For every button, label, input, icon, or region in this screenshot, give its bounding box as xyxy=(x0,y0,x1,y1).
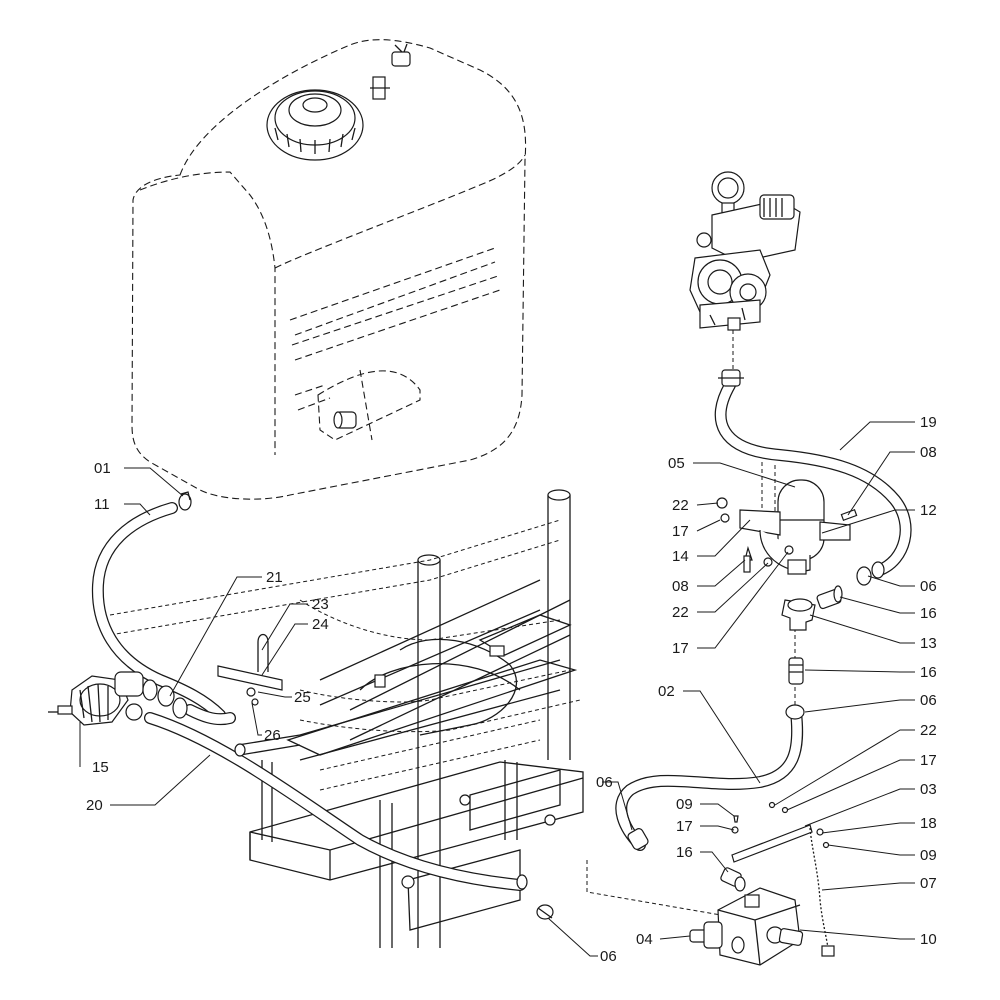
callout-01: 01 xyxy=(94,460,111,477)
clamp-06-right xyxy=(856,566,872,586)
callout-24: 24 xyxy=(312,616,329,633)
frame-dashed-hoses xyxy=(109,519,581,791)
callout-09-b: 09 xyxy=(920,847,937,864)
callout-18: 18 xyxy=(920,815,937,832)
nipple-16-lower xyxy=(788,657,804,685)
frame-post-right xyxy=(547,489,571,760)
fitting-04 xyxy=(689,921,723,949)
callout-17-c: 17 xyxy=(920,752,937,769)
washers-25-26 xyxy=(246,687,259,706)
callout-21: 21 xyxy=(266,569,283,586)
hose-fitting-21 xyxy=(125,679,188,721)
hose-short-rear xyxy=(184,704,236,726)
frame-crossbar-left xyxy=(234,734,301,757)
frame-post-left xyxy=(417,554,441,948)
nipple-16-upper xyxy=(816,585,843,610)
sprayer-frame xyxy=(249,579,584,948)
callout-11: 11 xyxy=(94,496,110,513)
callout-06-bottom: 06 xyxy=(600,948,617,965)
callout-26: 26 xyxy=(264,727,281,744)
hose-11 xyxy=(91,502,226,721)
callout-05: 05 xyxy=(668,455,685,472)
callout-08-b: 08 xyxy=(920,444,937,461)
callout-06-b: 06 xyxy=(920,692,937,709)
tank-lid xyxy=(266,89,364,161)
pressure-regulator xyxy=(689,171,801,331)
chain-07 xyxy=(809,827,835,957)
callout-22-a: 22 xyxy=(672,497,689,514)
callout-23: 23 xyxy=(312,596,329,613)
hose-02 xyxy=(615,704,805,851)
callout-06-a: 06 xyxy=(920,578,937,595)
hose-clamp-01 xyxy=(178,491,192,511)
callout-17-b: 17 xyxy=(672,640,689,657)
callout-10: 10 xyxy=(920,931,937,948)
callout-20: 20 xyxy=(86,797,103,814)
leader-lines xyxy=(79,421,915,957)
callout-02: 02 xyxy=(658,683,675,700)
callout-22-b: 22 xyxy=(672,604,689,621)
accumulator-05 xyxy=(739,462,851,575)
callout-13: 13 xyxy=(920,635,937,652)
callout-16-c: 16 xyxy=(676,844,693,861)
callout-25: 25 xyxy=(294,689,311,706)
callout-07: 07 xyxy=(920,875,937,892)
pump-bracket-03 xyxy=(731,801,830,863)
fastener-set-05 xyxy=(716,497,858,573)
callout-09-a: 09 xyxy=(676,796,693,813)
suction-filter-15 xyxy=(48,671,144,726)
callout-22-c: 22 xyxy=(920,722,937,739)
tank-fill-fitting xyxy=(370,43,411,100)
spray-tank xyxy=(131,39,527,500)
callout-17-a: 17 xyxy=(672,523,689,540)
callout-04: 04 xyxy=(636,931,653,948)
callout-08-a: 08 xyxy=(672,578,689,595)
callout-03: 03 xyxy=(920,781,937,798)
frame-small-parts xyxy=(324,645,556,889)
bracket-23-24 xyxy=(217,633,283,691)
hose-20 xyxy=(144,712,528,891)
hose-19 xyxy=(714,369,912,579)
callout-06-c: 06 xyxy=(596,774,613,791)
callout-12: 12 xyxy=(920,502,937,519)
pump-10 xyxy=(717,887,804,966)
callout-14: 14 xyxy=(672,548,689,565)
callout-15: 15 xyxy=(92,759,109,776)
tank-outlet-fitting xyxy=(333,411,357,429)
callout-17-d: 17 xyxy=(676,818,693,835)
callout-16-a: 16 xyxy=(920,605,937,622)
tee-fitting-13 xyxy=(781,598,816,631)
callout-16-b: 16 xyxy=(920,664,937,681)
fitting-16-pump xyxy=(720,867,746,892)
clamp-06-bottom xyxy=(536,904,554,920)
callout-labels: 01 11 21 23 24 25 26 15 20 06 05 22 17 1… xyxy=(86,414,937,965)
callout-19: 19 xyxy=(920,414,937,431)
